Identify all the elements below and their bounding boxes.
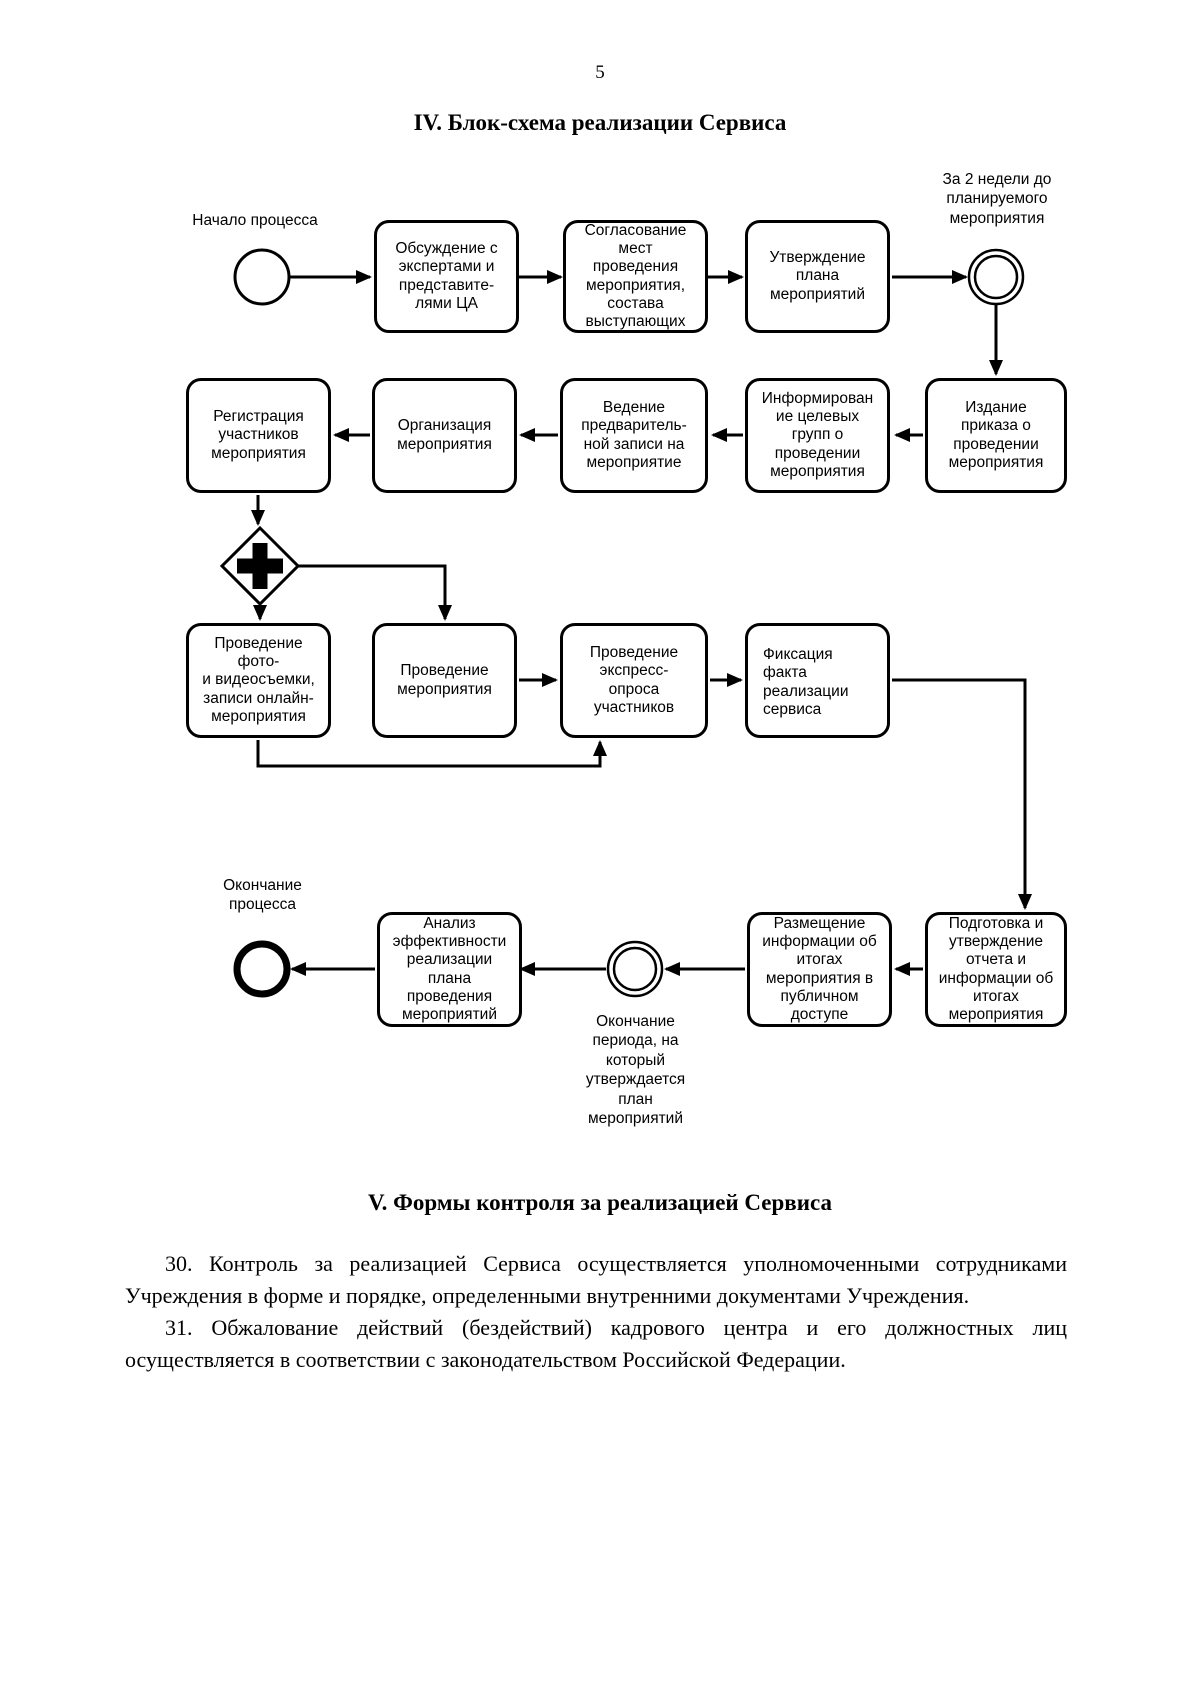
intermediate-event2-circle bbox=[606, 940, 664, 998]
end-event-label: Окончание процесса bbox=[223, 877, 302, 914]
task-express-survey: Проведение экспресс- опроса участников bbox=[560, 623, 708, 738]
paragraph-30: 30. Контроль за реализацией Сервиса осущ… bbox=[125, 1251, 1067, 1308]
task-registration: Регистрация участников мероприятия bbox=[186, 378, 331, 493]
task-order-issue: Издание приказа о проведении мероприятия bbox=[925, 378, 1067, 493]
event2-label: Окончание периода, на который утверждает… bbox=[585, 1013, 686, 1127]
paragraph-31: 31. Обжалование действий (бездействий) к… bbox=[125, 1315, 1067, 1372]
flowchart-connectors bbox=[219, 248, 1032, 998]
task-plan-approval: Утверждение плана мероприятий bbox=[745, 220, 890, 333]
task-informing: Информирован ие целевых групп о проведен… bbox=[745, 378, 890, 493]
task-publishing: Размещение информации об итогах мероприя… bbox=[747, 912, 892, 1027]
start-event-circle bbox=[233, 248, 291, 306]
page-number: 5 bbox=[595, 62, 605, 83]
task-organization: Организация мероприятия bbox=[372, 378, 517, 493]
task-report-preparation: Подготовка и утверждение отчета и информ… bbox=[925, 912, 1067, 1027]
start-event-label: Начало процесса bbox=[192, 212, 318, 229]
body-text: 30. Контроль за реализацией Сервиса осущ… bbox=[125, 1248, 1067, 1376]
task-analysis: Анализ эффективности реализации плана пр… bbox=[377, 912, 522, 1027]
sequence-flows bbox=[251, 270, 1032, 976]
section-v-heading: V. Формы контроля за реализацией Сервиса bbox=[368, 1190, 832, 1215]
plus-icon bbox=[237, 543, 283, 589]
section-iv-heading: IV. Блок-схема реализации Сервиса bbox=[413, 110, 787, 135]
task-fact-fixation: Фиксация факта реализации сервиса bbox=[745, 623, 890, 738]
intermediate-event1-circle bbox=[967, 248, 1025, 306]
task-approval-places: Согласование мест проведения мероприятия… bbox=[563, 220, 708, 333]
task-photo-video: Проведение фото- и видеосъемки, записи о… bbox=[186, 623, 331, 738]
task-event-holding: Проведение мероприятия bbox=[372, 623, 517, 738]
parallel-gateway-diamond bbox=[219, 525, 301, 607]
event1-label: За 2 недели до планируемого мероприятия bbox=[942, 171, 1052, 227]
task-discussion: Обсуждение с экспертами и представите- л… bbox=[374, 220, 519, 333]
task-preliminary-registration: Ведение предваритель- ной записи на меро… bbox=[560, 378, 708, 493]
end-event-circle bbox=[233, 940, 291, 998]
